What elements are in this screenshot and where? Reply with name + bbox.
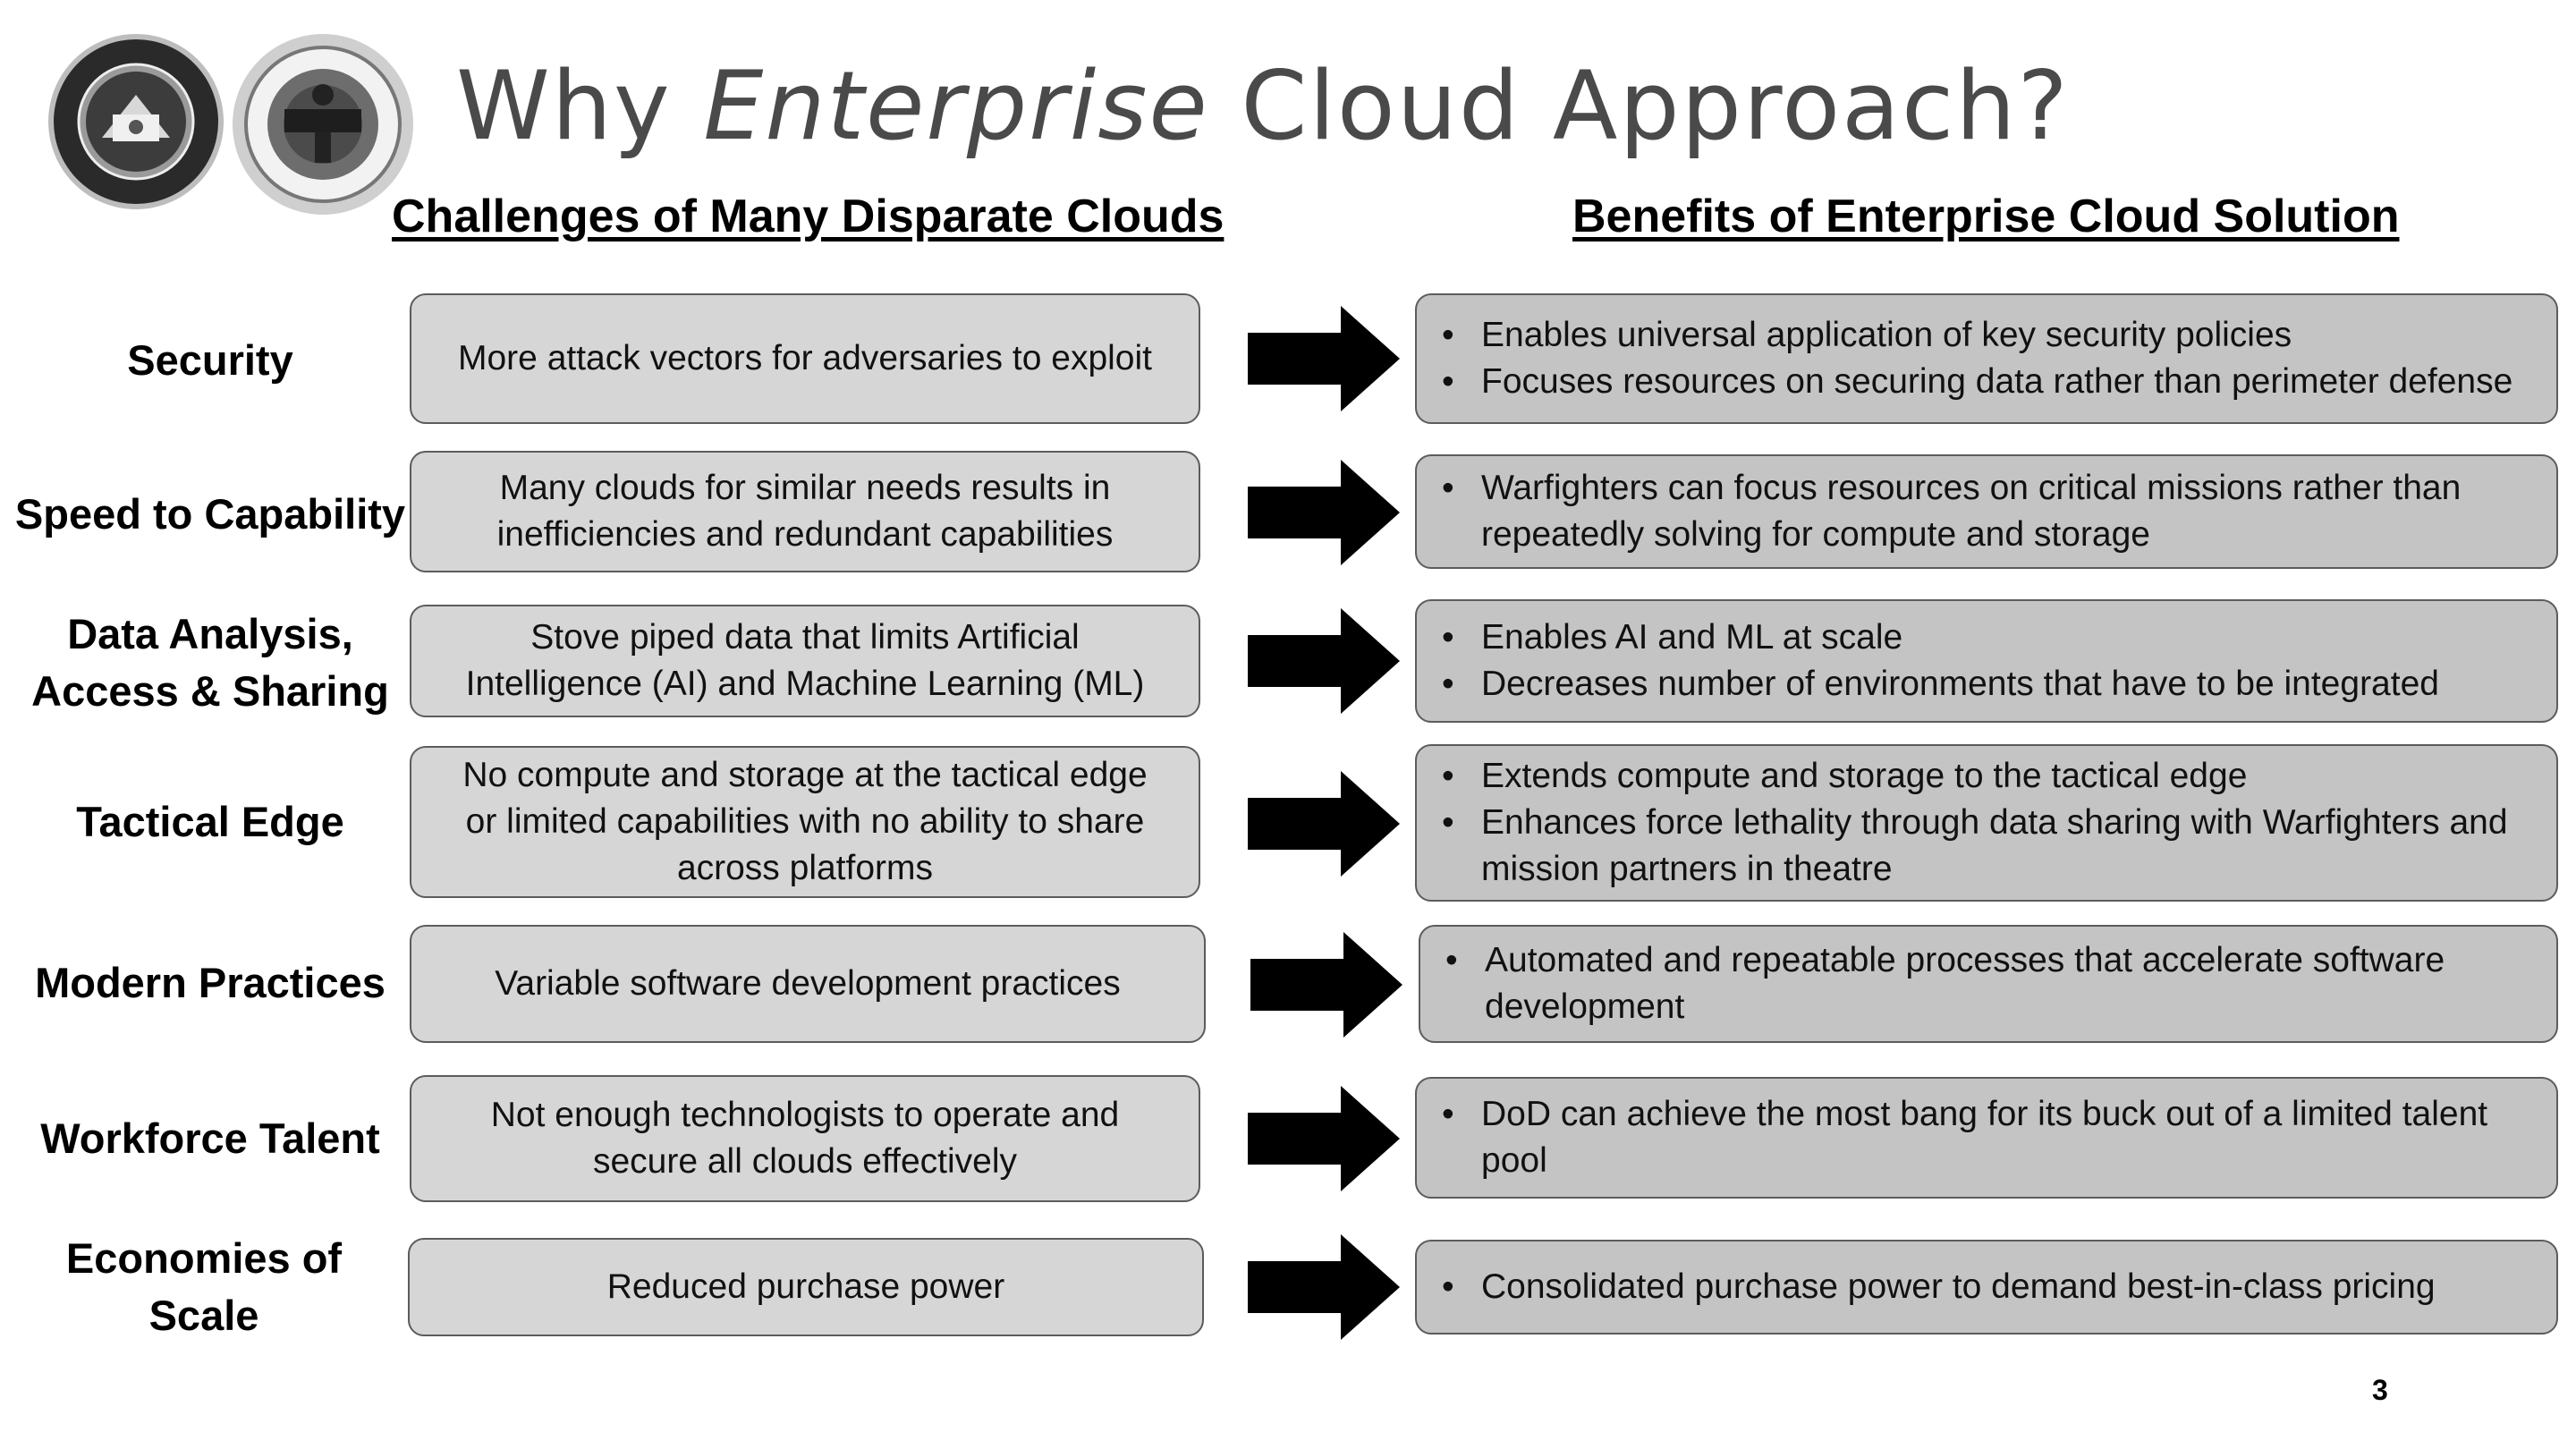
right-arrow-icon: [1248, 306, 1400, 416]
benefit-bullet: Extends compute and storage to the tacti…: [1440, 753, 2538, 800]
benefit-box-security: Enables universal application of key sec…: [1415, 293, 2558, 424]
slide-title: Why Enterprise Cloud Approach?: [456, 59, 2070, 154]
right-arrow-icon: [1248, 608, 1400, 718]
title-emphasis: Enterprise: [703, 51, 1209, 161]
right-arrow-icon: [1248, 1234, 1400, 1344]
benefit-bullet: DoD can achieve the most bang for its bu…: [1440, 1091, 2538, 1184]
challenge-box-speed-to-capability: Many clouds for similar needs results in…: [410, 451, 1200, 572]
benefit-box-workforce-talent: DoD can achieve the most bang for its bu…: [1415, 1077, 2558, 1199]
challenge-box-tactical-edge: No compute and storage at the tactical e…: [410, 746, 1200, 898]
page-number: 3: [2372, 1374, 2388, 1406]
dod-cio-seal: [47, 32, 225, 211]
row-label-data-analysis: Data Analysis,Access & Sharing: [31, 610, 389, 715]
benefit-bullet: Enhances force lethality through data sh…: [1440, 800, 2538, 893]
benefit-bullet: Focuses resources on securing data rathe…: [1440, 359, 2512, 405]
challenge-box-modern-practices: Variable software development practices: [410, 925, 1206, 1043]
right-arrow-icon: [1248, 1086, 1400, 1196]
row-label-workforce-talent: Workforce Talent: [40, 1114, 380, 1162]
benefit-box-modern-practices: Automated and repeatable processes that …: [1419, 925, 2558, 1043]
right-arrow-icon: [1248, 771, 1400, 881]
right-arrow-icon: [1248, 460, 1400, 570]
row-label-security: Security: [127, 336, 293, 384]
challenge-box-economies-of-scale: Reduced purchase power: [408, 1238, 1204, 1336]
title-suffix: Cloud Approach?: [1208, 51, 2070, 161]
benefit-bullet: Decreases number of environments that ha…: [1440, 661, 2439, 708]
benefit-bullet: Enables AI and ML at scale: [1440, 614, 2439, 661]
benefit-box-data-analysis: Enables AI and ML at scale Decreases num…: [1415, 599, 2558, 723]
digital-modernization-seal: [231, 32, 415, 216]
row-label-speed-to-capability: Speed to Capability: [14, 490, 406, 538]
benefit-box-tactical-edge: Extends compute and storage to the tacti…: [1415, 744, 2558, 902]
challenges-heading: Challenges of Many Disparate Clouds: [392, 191, 1224, 242]
benefit-bullet: Consolidated purchase power to demand be…: [1440, 1264, 2436, 1310]
benefits-heading: Benefits of Enterprise Cloud Solution: [1572, 191, 2400, 242]
benefit-bullet: Enables universal application of key sec…: [1440, 312, 2512, 359]
row-label-modern-practices: Modern Practices: [35, 959, 386, 1006]
row-label-tactical-edge: Tactical Edge: [76, 798, 344, 845]
right-arrow-icon: [1250, 932, 1402, 1042]
benefit-bullet: Automated and repeatable processes that …: [1444, 937, 2538, 1030]
challenge-box-security: More attack vectors for adversaries to e…: [410, 293, 1200, 424]
title-prefix: Why: [456, 51, 704, 161]
benefit-box-economies-of-scale: Consolidated purchase power to demand be…: [1415, 1240, 2558, 1335]
benefit-bullet: Warfighters can focus resources on criti…: [1440, 465, 2538, 558]
benefit-box-speed-to-capability: Warfighters can focus resources on criti…: [1415, 454, 2558, 569]
